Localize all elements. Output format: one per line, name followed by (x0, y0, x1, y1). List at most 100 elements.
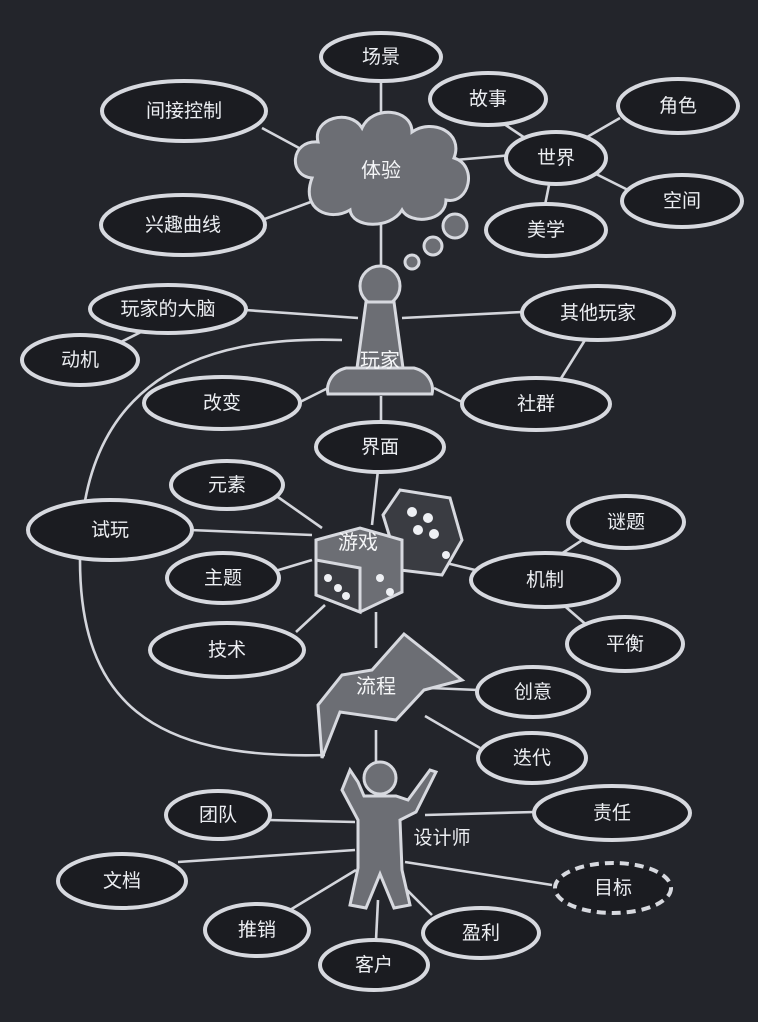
edge-theme-game (271, 558, 313, 574)
hub-process-label: 流程 (356, 674, 396, 698)
hub-player-label: 玩家 (360, 348, 400, 372)
node-documents-label: 文档 (103, 870, 141, 892)
edge-interestcurve-experience (261, 198, 317, 222)
node-mechanics-label: 机制 (526, 569, 564, 591)
node-interest-curve: 兴趣曲线 (99, 193, 267, 257)
node-story: 故事 (428, 71, 548, 127)
node-player-brain-label: 玩家的大脑 (120, 298, 215, 320)
node-balance: 平衡 (565, 615, 685, 673)
node-other-players-label: 其他玩家 (560, 302, 636, 324)
die-pip (413, 525, 423, 535)
node-space: 空间 (620, 173, 744, 229)
die-pip (407, 507, 417, 517)
node-world: 世界 (504, 130, 608, 186)
node-motivation: 动机 (20, 333, 140, 387)
node-iteration-label: 迭代 (513, 747, 551, 769)
node-community-label: 社群 (517, 393, 555, 415)
node-documents: 文档 (56, 852, 188, 910)
edge-player-otherplayers (401, 310, 523, 320)
node-profit: 盈利 (421, 906, 541, 960)
edge-marketing-designer (289, 868, 357, 912)
designer-head-icon (362, 760, 398, 796)
edge-process-creativity (429, 686, 479, 692)
node-interface: 界面 (314, 420, 446, 474)
die-pip (376, 574, 384, 582)
node-iteration: 迭代 (476, 731, 588, 785)
edge-client-designer (374, 899, 380, 941)
edge-designer-responsibility (424, 810, 536, 817)
edge-documents-designer (177, 848, 356, 864)
node-change: 改变 (142, 375, 302, 431)
die-pip (429, 529, 439, 539)
node-space-label: 空间 (663, 190, 701, 212)
node-aesthetics: 美学 (484, 202, 608, 258)
node-creativity-label: 创意 (514, 681, 552, 703)
node-goal: 目标 (553, 861, 673, 915)
node-profit-label: 盈利 (462, 922, 500, 944)
node-goal-label: 目标 (594, 877, 632, 899)
node-team-label: 团队 (199, 804, 237, 826)
lightning-bolt-icon (316, 631, 466, 759)
node-elements-label: 元素 (208, 474, 246, 496)
edge-team-designer (267, 818, 356, 824)
cloud-icon (294, 110, 470, 226)
edge-change-player (299, 386, 329, 404)
edge-interface-game (370, 469, 380, 526)
node-elements: 元素 (169, 459, 285, 511)
game-dice: 游戏 (314, 488, 464, 615)
pawn-head-icon (358, 264, 402, 308)
die-pip (324, 574, 332, 582)
node-theme-label: 主题 (204, 567, 242, 589)
node-team: 团队 (164, 789, 272, 841)
node-responsibility-label: 责任 (593, 802, 631, 824)
node-interest-curve-label: 兴趣曲线 (145, 214, 221, 236)
node-world-label: 世界 (537, 147, 575, 169)
process-lightning: 流程 (316, 631, 466, 759)
nodes: 场景 间接控制 故事 角色 世界 空间 兴趣曲线 美学 (20, 31, 744, 992)
die-pip (423, 513, 433, 523)
node-indirect-control: 间接控制 (100, 79, 268, 143)
node-scene-label: 场景 (362, 46, 400, 68)
node-balance-label: 平衡 (606, 633, 644, 655)
thought-bubble-small (403, 253, 421, 271)
edge-playerbrain-player (244, 308, 359, 320)
edge-designer-goal (404, 860, 553, 887)
node-theme: 主题 (165, 551, 281, 605)
edge-community-player (433, 386, 463, 404)
node-indirect-control-label: 间接控制 (146, 100, 222, 122)
node-character-label: 角色 (659, 95, 697, 117)
node-other-players: 其他玩家 (520, 284, 676, 342)
designer-body-icon (340, 766, 439, 910)
experience-cloud: 体验 (294, 110, 470, 271)
node-aesthetics-label: 美学 (527, 219, 565, 241)
node-motivation-label: 动机 (61, 349, 99, 371)
node-technology-label: 技术 (208, 639, 246, 661)
node-marketing-label: 推销 (238, 919, 276, 941)
node-scene: 场景 (319, 31, 443, 83)
thought-bubble-medium (422, 235, 444, 257)
designer-figure: 设计师 (340, 760, 471, 910)
pawn-base-icon (326, 366, 434, 396)
node-responsibility: 责任 (532, 784, 692, 842)
edge-playtest-game (189, 528, 313, 537)
node-story-label: 故事 (469, 88, 507, 110)
edge-process-iteration (424, 714, 481, 750)
node-community: 社群 (460, 376, 612, 432)
node-puzzle: 谜题 (566, 494, 686, 550)
hub-designer-label: 设计师 (413, 827, 470, 849)
node-technology: 技术 (148, 621, 306, 679)
node-marketing: 推销 (203, 902, 311, 958)
node-player-brain: 玩家的大脑 (88, 283, 248, 335)
node-client-label: 客户 (355, 954, 393, 976)
die-pip (334, 584, 342, 592)
die-pip (442, 551, 450, 559)
thought-bubble-large (441, 212, 469, 240)
node-interface-label: 界面 (361, 436, 399, 458)
edge-experience-world (454, 153, 513, 162)
edge-otherplayers-community (558, 339, 587, 381)
player-pawn: 玩家 (326, 264, 434, 396)
hub-game-label: 游戏 (338, 530, 378, 554)
node-creativity: 创意 (475, 665, 591, 719)
edge-elements-game (274, 493, 323, 530)
